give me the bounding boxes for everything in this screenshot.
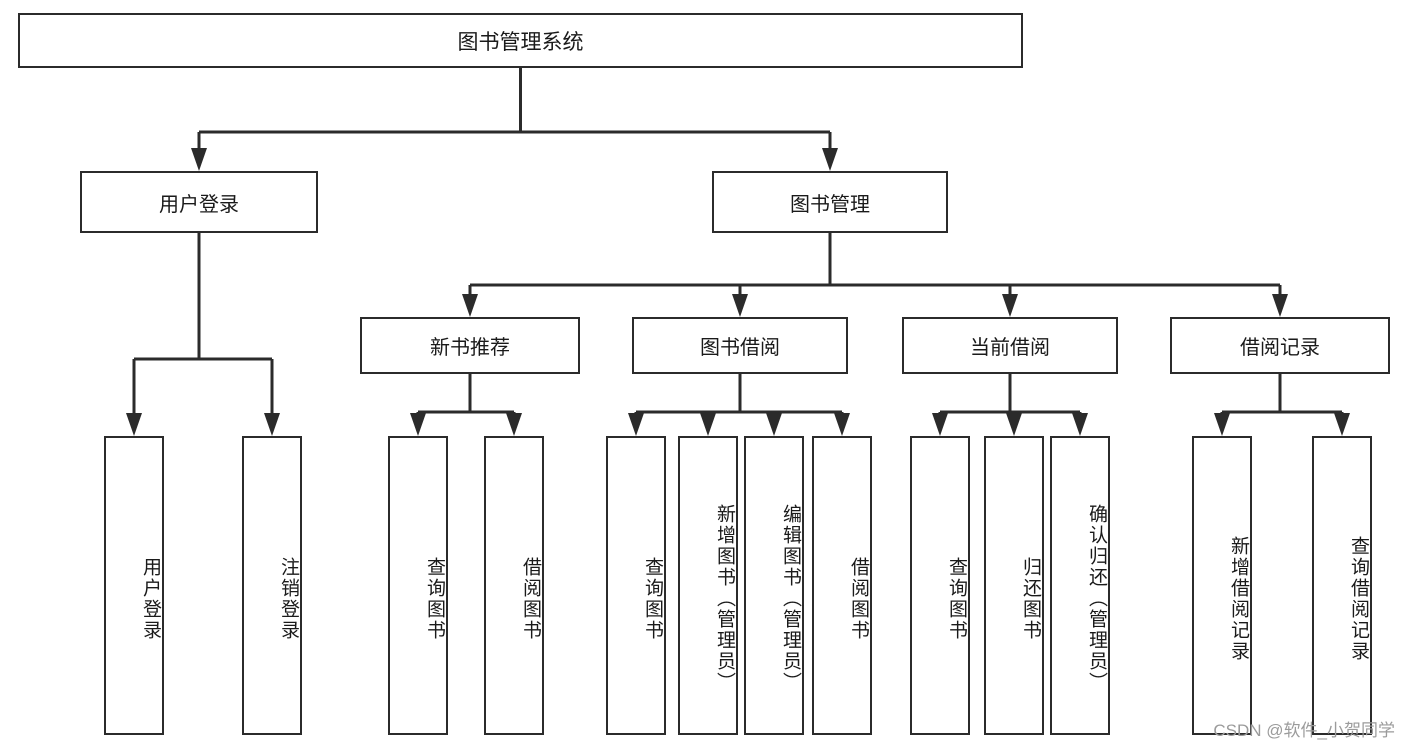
node-lf-return[interactable]: 归还图书 <box>984 436 1044 735</box>
node-lf-q2[interactable]: 查询图书 <box>606 436 666 735</box>
node-lf-q1[interactable]: 查询图书 <box>388 436 448 735</box>
node-l1-books[interactable]: 图书管理 <box>712 171 948 233</box>
node-label: 新书推荐 <box>430 337 510 359</box>
node-l2-record[interactable]: 借阅记录 <box>1170 317 1390 374</box>
node-label: 图书管理系统 <box>457 30 584 54</box>
node-label: 图书管理 <box>790 193 870 216</box>
node-label: 用户登录 <box>140 556 161 641</box>
node-lf-edit[interactable]: 编辑图书（管理员） <box>744 436 804 735</box>
node-lf-add[interactable]: 新增图书（管理员） <box>678 436 738 735</box>
node-label: 注销登录 <box>278 556 299 641</box>
node-l2-current[interactable]: 当前借阅 <box>902 317 1118 374</box>
node-label: 借阅记录 <box>1240 337 1320 359</box>
node-lf-logout[interactable]: 注销登录 <box>242 436 302 735</box>
node-lf-b2[interactable]: 借阅图书 <box>812 436 872 735</box>
node-label: 归还图书 <box>1020 556 1041 641</box>
node-lf-confirm[interactable]: 确认归还（管理员） <box>1050 436 1110 735</box>
node-lf-addrec[interactable]: 新增借阅记录 <box>1192 436 1252 735</box>
node-lf-q3[interactable]: 查询图书 <box>910 436 970 735</box>
node-label: 查询借阅记录 <box>1348 535 1369 662</box>
node-label: 新增借阅记录 <box>1228 535 1249 662</box>
node-label: 确认归还（管理员） <box>1086 504 1107 693</box>
node-label: 借阅图书 <box>848 556 869 641</box>
node-label: 查询图书 <box>424 556 445 641</box>
node-lf-login[interactable]: 用户登录 <box>104 436 164 735</box>
watermark-label: CSDN @软件_小贺同学 <box>1213 721 1395 740</box>
node-l2-borrow[interactable]: 图书借阅 <box>632 317 848 374</box>
node-lf-b1[interactable]: 借阅图书 <box>484 436 544 735</box>
node-label: 用户登录 <box>159 193 239 216</box>
node-l1-login[interactable]: 用户登录 <box>80 171 318 233</box>
node-label: 编辑图书（管理员） <box>780 504 801 693</box>
node-label: 借阅图书 <box>520 556 541 641</box>
node-label: 查询图书 <box>946 556 967 641</box>
node-lf-qryrec[interactable]: 查询借阅记录 <box>1312 436 1372 735</box>
node-l2-new[interactable]: 新书推荐 <box>360 317 580 374</box>
node-label: 当前借阅 <box>970 337 1050 359</box>
node-label: 查询图书 <box>642 556 663 641</box>
node-label: 图书借阅 <box>700 337 780 359</box>
node-label: 新增图书（管理员） <box>714 504 735 693</box>
node-root[interactable]: 图书管理系统 <box>18 13 1023 68</box>
